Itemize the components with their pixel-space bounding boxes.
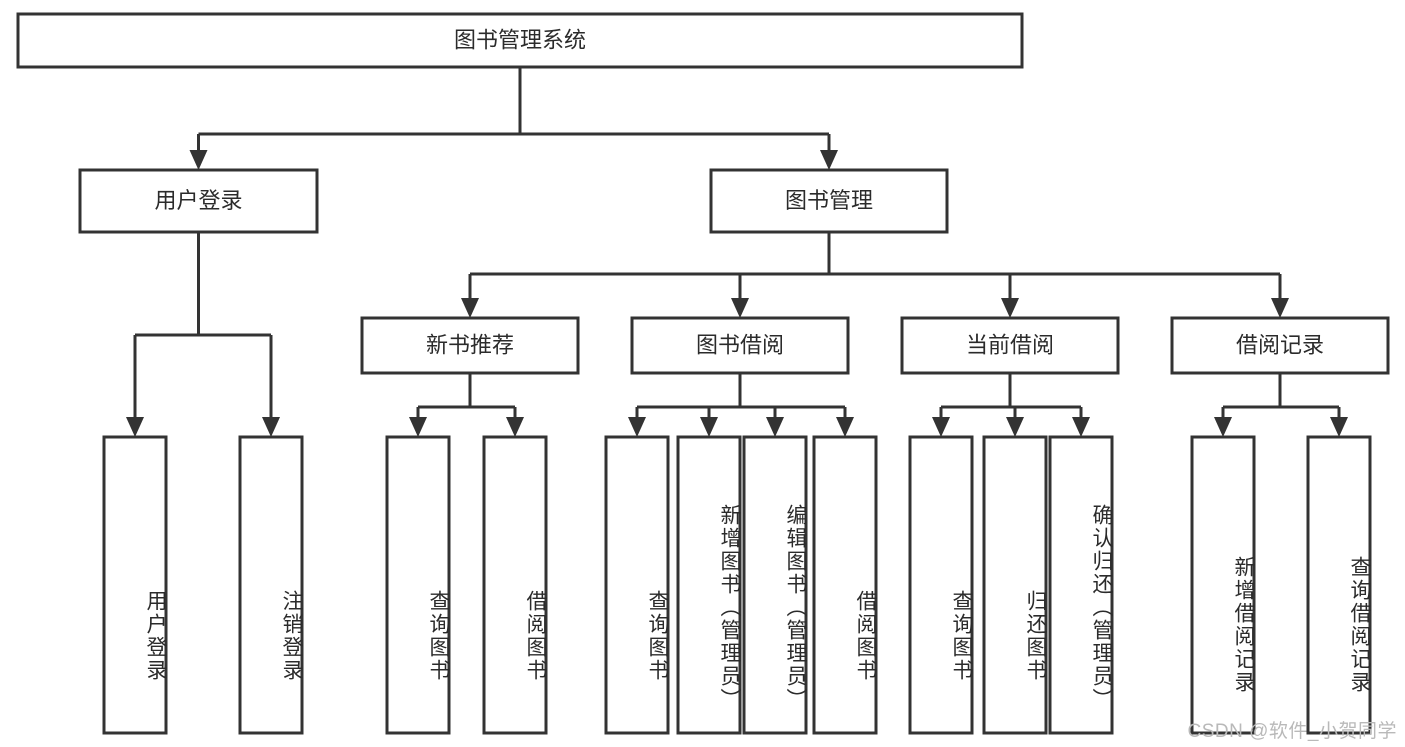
node-box-layer	[16, 12, 1390, 735]
node-leaf-query-book-3[interactable]	[908, 435, 974, 735]
node-leaf-logout[interactable]	[238, 435, 304, 735]
connector-layer	[126, 67, 1348, 437]
node-leaf-user-login[interactable]	[102, 435, 168, 735]
node-leaf-query-borrow-record[interactable]	[1306, 435, 1372, 735]
node-label-new-book-recommend: 新书推荐	[426, 332, 514, 357]
node-label-current-borrow: 当前借阅	[966, 332, 1054, 357]
node-leaf-add-book-admin[interactable]	[676, 435, 742, 735]
node-leaf-confirm-return-admin[interactable]	[1048, 435, 1114, 735]
node-label-book-manage: 图书管理	[785, 188, 873, 213]
node-user-login[interactable]	[78, 168, 319, 234]
node-book-manage[interactable]	[709, 168, 949, 234]
node-label-borrow-record: 借阅记录	[1236, 332, 1324, 357]
node-leaf-query-book-1[interactable]	[385, 435, 451, 735]
node-leaf-edit-book-admin[interactable]	[742, 435, 808, 735]
node-leaf-borrow-book-1[interactable]	[482, 435, 548, 735]
watermark-credit: CSDN @软件_小贺同学	[1187, 721, 1397, 742]
node-new-book-recommend[interactable]	[360, 316, 580, 375]
node-label-book-borrow: 图书借阅	[696, 332, 784, 357]
node-book-borrow[interactable]	[630, 316, 850, 375]
node-leaf-add-borrow-record[interactable]	[1190, 435, 1256, 735]
node-leaf-return-book[interactable]	[982, 435, 1048, 735]
node-leaf-query-book-2[interactable]	[604, 435, 670, 735]
node-current-borrow[interactable]	[900, 316, 1120, 375]
node-label-root: 图书管理系统	[454, 27, 586, 52]
node-borrow-record[interactable]	[1170, 316, 1390, 375]
node-root[interactable]	[16, 12, 1024, 69]
node-label-user-login: 用户登录	[154, 188, 242, 213]
node-leaf-borrow-book-2[interactable]	[812, 435, 878, 735]
